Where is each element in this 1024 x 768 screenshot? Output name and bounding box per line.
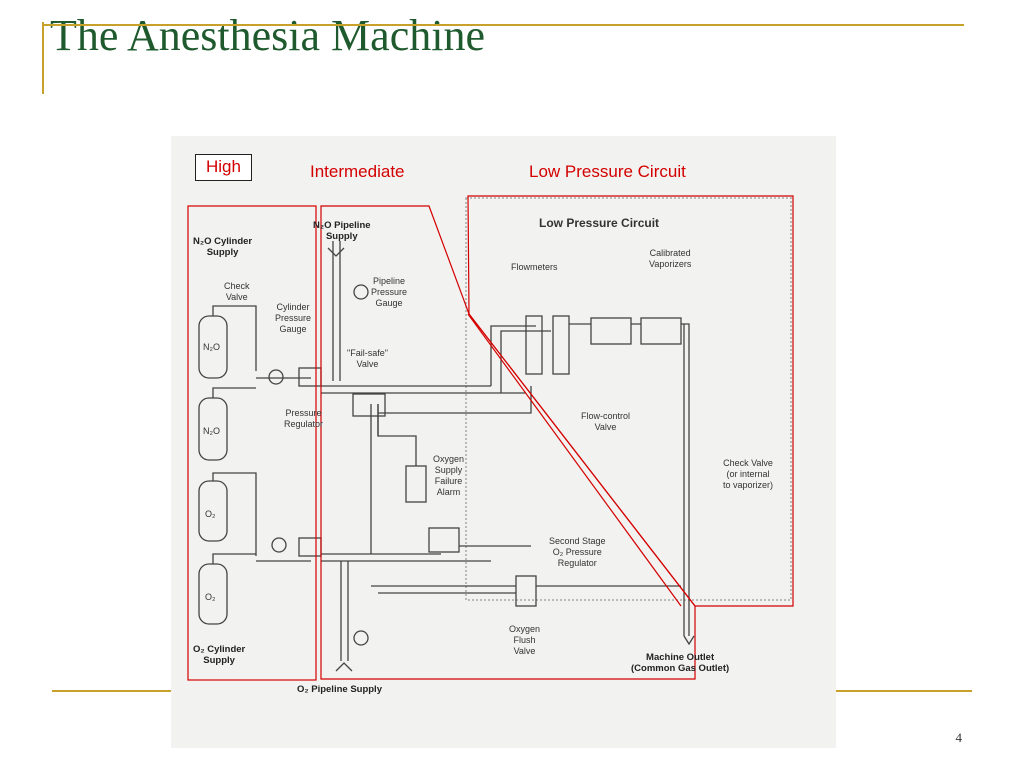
anesthesia-diagram: High Intermediate Low Pressure Circuit L…	[171, 136, 836, 748]
cylinder-n2o-label-2: N₂O	[203, 426, 220, 436]
schematic-lines	[187, 195, 794, 681]
region-label-high: High	[195, 154, 252, 181]
cylinder-o2-label-1: O₂	[205, 509, 216, 519]
region-label-intermediate: Intermediate	[310, 162, 405, 181]
footer-rule-left	[52, 690, 172, 692]
low-pressure-circuit-heading: Low Pressure Circuit	[539, 216, 660, 230]
cylinder-o2-label-2: O₂	[205, 592, 216, 602]
o2-pipeline-supply-label: O₂ Pipeline Supply	[297, 684, 382, 695]
footer-rule-right	[836, 690, 972, 692]
title-rule-horizontal	[42, 24, 964, 26]
failsafe-valve-label: "Fail-safe"Valve	[347, 348, 388, 369]
slide-title: The Anesthesia Machine	[50, 11, 485, 60]
flowmeters-label: Flowmeters	[511, 262, 558, 272]
machine-outlet-label: Machine Outlet(Common Gas Outlet)	[631, 652, 730, 674]
page-number: 4	[955, 730, 963, 745]
title-rule-vertical	[42, 22, 44, 94]
region-label-low-pressure: Low Pressure Circuit	[529, 162, 686, 181]
cylinder-n2o-label-1: N₂O	[203, 342, 220, 352]
